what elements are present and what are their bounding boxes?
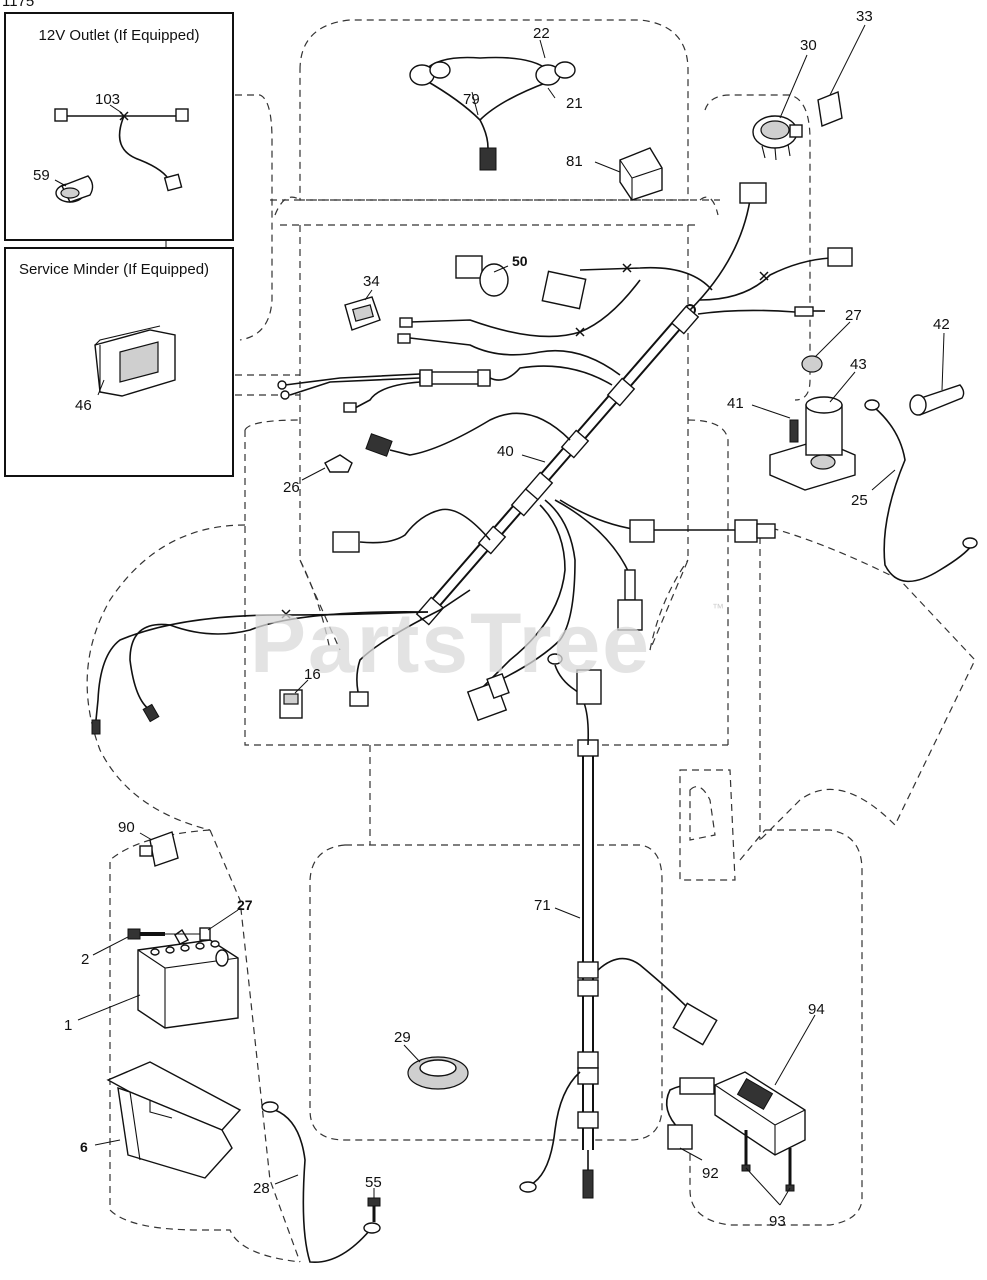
inset-service-title: Service Minder (If Equipped): [19, 261, 209, 278]
callout-90: 90: [118, 819, 135, 836]
inset-outlet-title: 12V Outlet (If Equipped): [39, 27, 200, 44]
leader-lines: [54, 24, 945, 1206]
callout-55: 55: [365, 1174, 382, 1191]
rear-harness: [519, 653, 718, 1199]
callout-29: 29: [394, 1029, 411, 1046]
switch-34: [344, 296, 381, 331]
callout-94: 94: [808, 1001, 825, 1018]
callout-2: 2: [81, 951, 89, 968]
callout-1: 1: [64, 1017, 72, 1034]
switch-92: [665, 1077, 715, 1150]
module-94: [714, 1071, 806, 1156]
part-29: [407, 1056, 469, 1090]
tractor-outline: [86, 19, 976, 1263]
cable-28: [274, 1109, 371, 1263]
callout-42: 42: [933, 316, 950, 333]
module-33: [817, 91, 843, 127]
inset-12v-outlet: 12V Outlet (If Equipped): [4, 12, 234, 241]
callout-59: 59: [33, 167, 50, 184]
callout-40: 40: [497, 443, 514, 460]
ignition-switch: [752, 115, 803, 161]
header-code: 1175: [2, 0, 34, 10]
callout-46: 46: [75, 397, 92, 414]
boot-42: [909, 384, 965, 416]
callout-30: 30: [800, 37, 817, 54]
callout-79: 79: [463, 91, 480, 108]
light-switch: [455, 255, 509, 297]
bolt-2: [127, 927, 211, 941]
callout-43: 43: [850, 356, 867, 373]
inset-service-minder: Service Minder (If Equipped): [4, 247, 234, 477]
callout-34: 34: [363, 273, 380, 290]
starter-solenoid: [769, 396, 856, 491]
callout-6: 6: [80, 1139, 88, 1155]
callout-27-top: 27: [845, 307, 862, 324]
callout-16: 16: [304, 666, 321, 683]
callouts: 103 59 46 22 21 79 81 30 33 50 34 27 42 …: [33, 8, 950, 1230]
callout-50: 50: [512, 253, 528, 269]
callout-93: 93: [769, 1213, 786, 1230]
callout-25: 25: [851, 492, 868, 509]
callout-22: 22: [533, 25, 550, 42]
watermark-text: PartsTree: [250, 596, 651, 690]
battery-tray: [106, 1061, 242, 1179]
nut-27: [801, 355, 823, 373]
battery: [137, 928, 239, 1029]
headlights: [409, 56, 576, 171]
callout-27-battery: 27: [237, 897, 253, 913]
callout-71: 71: [534, 897, 551, 914]
callout-28: 28: [253, 1180, 270, 1197]
watermark-tm: ™: [712, 601, 724, 615]
callout-92: 92: [702, 1165, 719, 1182]
bolt-55: [367, 1197, 381, 1222]
callout-103: 103: [95, 91, 120, 108]
main-harness: [91, 182, 853, 735]
callout-21: 21: [566, 95, 583, 112]
callout-33: 33: [856, 8, 873, 25]
callout-41: 41: [727, 395, 744, 412]
fuse-26: [324, 454, 353, 473]
cable-25: [874, 407, 973, 583]
switch-90: [139, 831, 179, 867]
callout-81: 81: [566, 153, 583, 170]
switch-16: [279, 689, 303, 719]
callout-26: 26: [283, 479, 300, 496]
relay: [619, 147, 663, 201]
